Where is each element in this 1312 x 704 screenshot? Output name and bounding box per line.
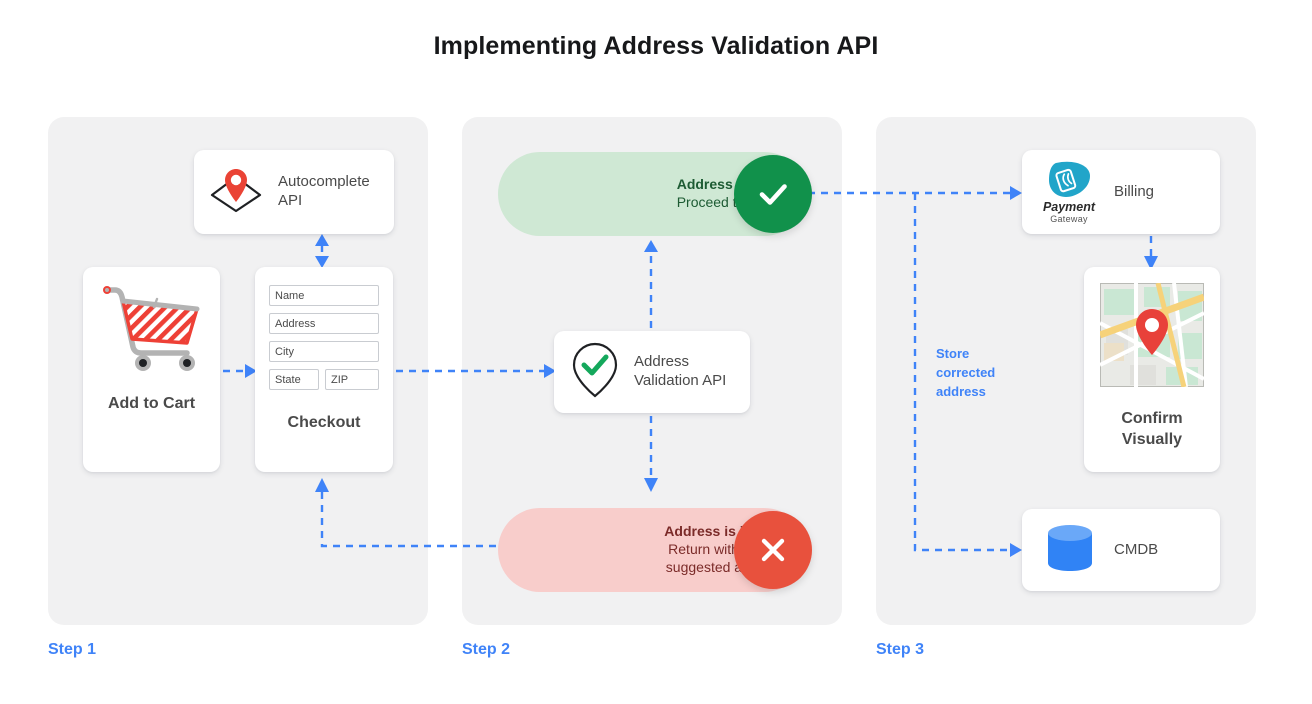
address-invalid-pill: Address is invalid. Return with Google s… [498, 508, 812, 592]
pin-check-icon [570, 341, 620, 404]
payment-gateway-icon: Payment Gateway [1038, 159, 1100, 224]
city-field[interactable]: City [269, 341, 379, 362]
validation-api-label-line2: Validation API [634, 372, 727, 389]
confirm-visually-caption: Confirm Visually [1121, 409, 1182, 451]
billing-card[interactable]: Payment Gateway Billing [1022, 150, 1220, 234]
autocomplete-api-label-line2: API [278, 192, 303, 209]
checkout-caption: Checkout [287, 414, 361, 431]
page-title: Implementing Address Validation API [433, 32, 879, 60]
confirm-visually-line1: Confirm [1121, 410, 1183, 427]
annotation-line3: address [936, 383, 986, 399]
autocomplete-api-label-line1: Autocomplete [278, 173, 370, 191]
checkout-card[interactable]: Name Address City State ZIP Checkout [255, 267, 393, 472]
cmdb-card[interactable]: CMDB [1022, 509, 1220, 591]
address-field[interactable]: Address [269, 313, 379, 334]
confirm-visually-line2: Visually [1121, 430, 1183, 448]
add-to-cart-caption: Add to Cart [107, 395, 196, 412]
autocomplete-api-label: Autocomplete API [278, 173, 370, 211]
map-pin-envelope-icon [208, 164, 264, 221]
confirm-visually-card[interactable]: Confirm Visually [1084, 267, 1220, 472]
check-icon [734, 155, 812, 233]
add-to-cart-card[interactable]: Add to Cart [83, 267, 220, 472]
store-corrected-address-annotation: Store corrected address [936, 345, 1028, 402]
step-1-label: Step 1 [48, 641, 97, 658]
annotation-line1: Store [936, 346, 970, 361]
database-cylinder-icon [1044, 523, 1096, 578]
state-zip-row: State ZIP [269, 369, 379, 397]
address-validation-api-card[interactable]: Address Validation API [554, 331, 750, 413]
address-validation-api-label: Address Validation API [634, 353, 726, 391]
annotation-line2: corrected [936, 364, 996, 380]
shopping-cart-icon [99, 281, 205, 378]
step-2-label: Step 2 [462, 641, 511, 658]
address-valid-pill: Address is valid. Proceed to billing. [498, 152, 812, 236]
autocomplete-api-card[interactable]: Autocomplete API [194, 150, 394, 234]
zip-field[interactable]: ZIP [325, 369, 379, 390]
state-field[interactable]: State [269, 369, 319, 390]
validation-api-label-line1: Address [634, 353, 690, 371]
close-x-icon [734, 511, 812, 589]
step-3-label: Step 3 [876, 641, 925, 658]
checkout-form: Name Address City State ZIP [269, 285, 379, 397]
name-field[interactable]: Name [269, 285, 379, 306]
payment-gateway-logo-primary: Payment [1042, 200, 1096, 215]
cmdb-label: CMDB [1114, 540, 1159, 558]
map-thumbnail-icon [1098, 282, 1206, 392]
billing-label: Billing [1114, 182, 1155, 200]
payment-gateway-logo-secondary: Gateway [1050, 213, 1088, 224]
